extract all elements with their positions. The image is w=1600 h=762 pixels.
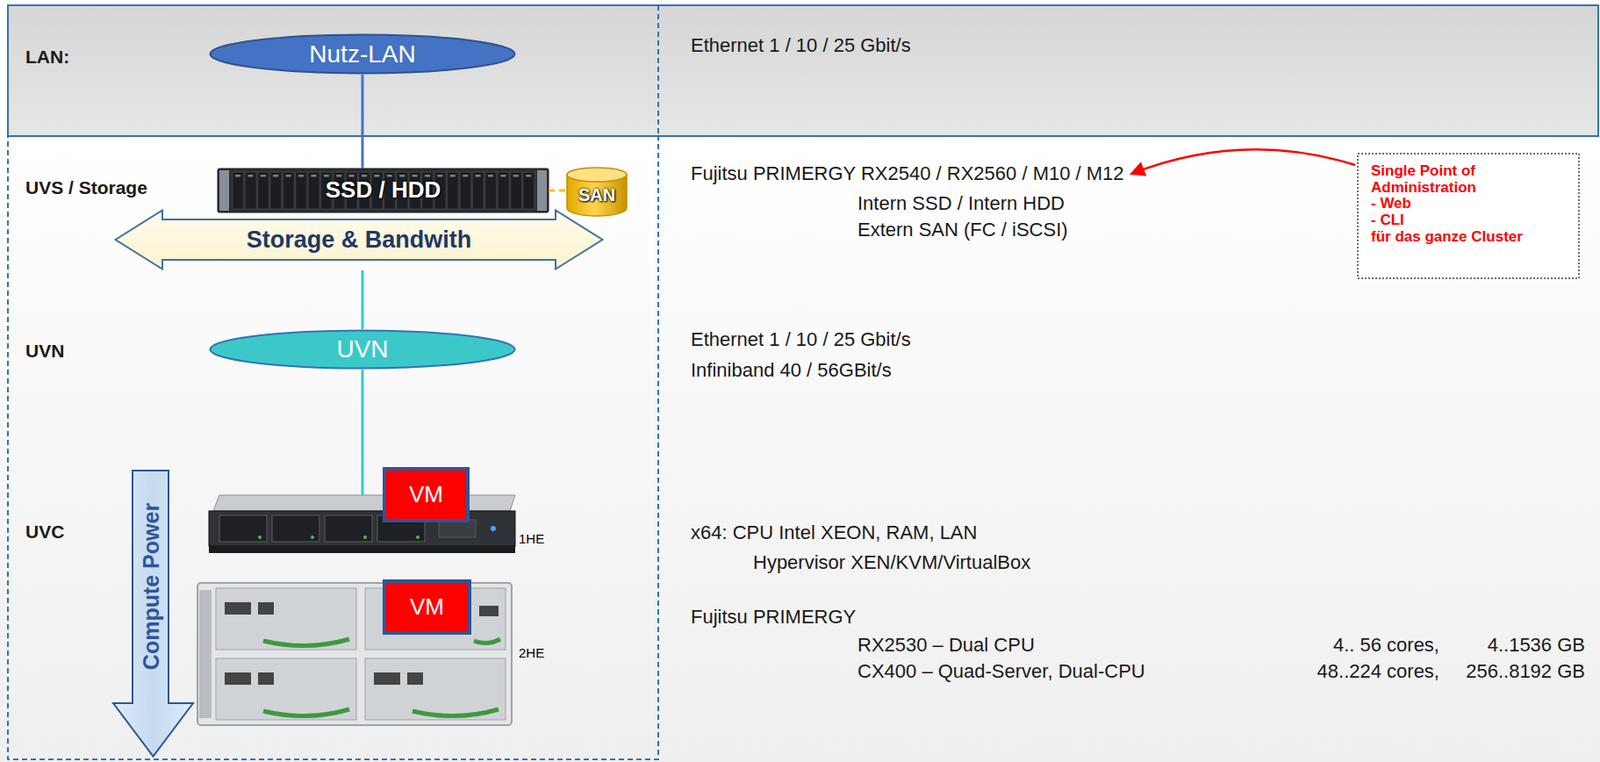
callout-leader xyxy=(1131,149,1356,174)
node-text: - CLI xyxy=(1370,212,1566,230)
network-ellipse: UVN xyxy=(208,329,517,370)
compute-power-arrow: Compute Power xyxy=(112,469,194,758)
vm-box: VM xyxy=(382,579,472,635)
vm-box: VM xyxy=(382,466,470,523)
storage-server: SSD / HDD xyxy=(217,168,549,213)
node-text: Storage & Bandwith xyxy=(246,225,473,254)
cluster-frame xyxy=(7,136,659,760)
double-arrow-outline xyxy=(115,210,603,270)
server-2he: 2HE xyxy=(193,576,516,727)
spec-text: Hypervisor XEN/KVM/VirtualBox xyxy=(753,551,1031,574)
node-text: - Web xyxy=(1370,195,1566,213)
san-cylinder: SAN xyxy=(566,166,628,216)
spec-text: 4..1536 GB xyxy=(1487,633,1586,657)
connector-line xyxy=(548,189,567,193)
node-text: UVN xyxy=(336,334,388,365)
storage-server-drawing xyxy=(217,168,549,213)
connector-line xyxy=(361,369,365,496)
layer-label: UVS / Storage xyxy=(25,176,148,199)
spec-text: RX2530 – Dual CPU xyxy=(857,633,1035,657)
node-text: Nutz-LAN xyxy=(308,39,416,70)
ellipse-outline xyxy=(210,330,516,369)
node-text: 1HE xyxy=(518,530,545,547)
node-text: 2HE xyxy=(518,645,545,661)
node-text: Compute Power xyxy=(137,502,165,670)
spec-text: Extern SAN (FC / iSCSI) xyxy=(857,218,1069,242)
connector-line xyxy=(361,270,365,330)
storage-bandwidth-arrow: Storage & Bandwith xyxy=(114,208,604,271)
callout-outline xyxy=(1357,153,1579,279)
layer-label: UVC xyxy=(25,520,65,543)
spec-text: 48..224 cores, xyxy=(1317,660,1440,683)
lower-ground xyxy=(0,136,1600,762)
node-text: VM xyxy=(408,480,444,509)
cylinder-top xyxy=(566,167,627,182)
spec-text: 256..8192 GB xyxy=(1465,660,1586,683)
network-ellipse: Nutz-LAN xyxy=(208,33,517,75)
layer-label: UVN xyxy=(25,339,65,362)
spec-text: Intern SSD / Intern HDD xyxy=(857,192,1065,216)
lan-band xyxy=(7,5,1599,137)
server-1he: 1HE xyxy=(208,495,516,557)
spec-text: Ethernet 1 / 10 / 25 Gbit/s xyxy=(690,34,912,58)
ellipse-outline xyxy=(210,35,516,74)
node-text: für das ganze Cluster xyxy=(1370,229,1566,246)
spec-text: Fujitsu PRIMERGY RX2540 / RX2560 / M10 /… xyxy=(690,162,1125,186)
connector-line xyxy=(361,74,365,169)
down-arrow-outline xyxy=(113,470,194,757)
spec-text: Infiniband 40 / 56GBit/s xyxy=(690,358,892,382)
node-text: Single Point of Administration xyxy=(1370,163,1566,196)
admin-callout: Single Point of Administration- Web- CLI… xyxy=(1356,152,1580,280)
spec-text: Fujitsu PRIMERGY xyxy=(690,605,856,629)
column-divider xyxy=(657,5,660,137)
spec-text: Ethernet 1 / 10 / 25 Gbit/s xyxy=(690,328,912,352)
layer-label: LAN: xyxy=(25,45,70,68)
node-text: SAN xyxy=(578,184,616,206)
spec-text: x64: CPU Intel XEON, RAM, LAN xyxy=(690,521,977,545)
node-text: SSD / HDD xyxy=(325,176,441,204)
spec-text: CX400 – Quad-Server, Dual-CPU xyxy=(857,660,1146,683)
node-text: VM xyxy=(409,593,445,621)
spec-text: 4.. 56 cores, xyxy=(1333,633,1440,657)
